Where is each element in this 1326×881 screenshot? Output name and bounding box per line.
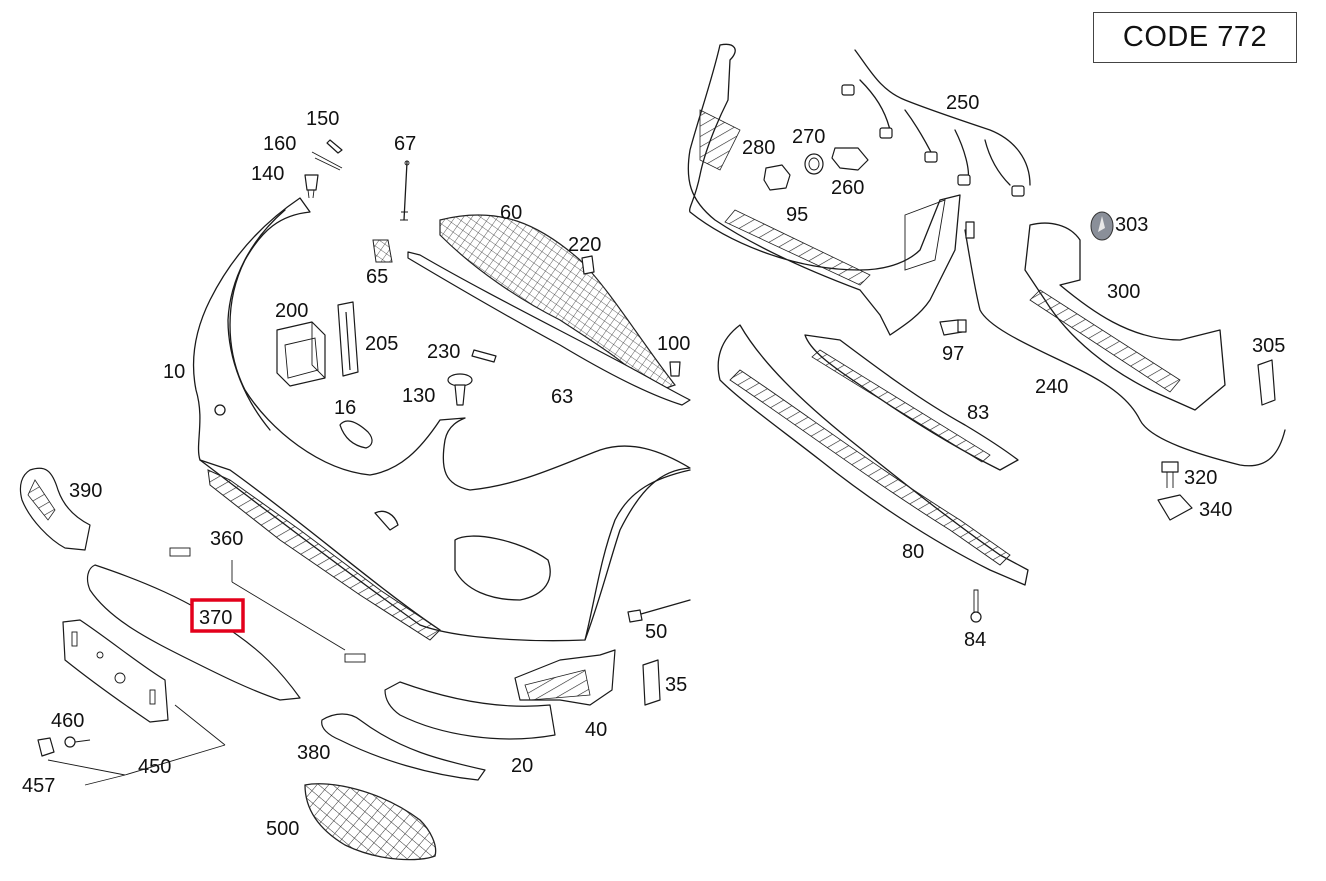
rod-67 (400, 160, 410, 221)
mounting-bracket-95 (687, 43, 961, 336)
clip-100 (669, 361, 681, 377)
grille-60 (439, 214, 676, 393)
trim-20 (384, 681, 556, 740)
bracket-300 (1024, 222, 1226, 411)
label-95: 95 (786, 204, 808, 226)
bracket-305 (1257, 359, 1276, 406)
license-bracket-450 (62, 619, 169, 723)
trim-380 (321, 713, 486, 781)
label-305: 305 (1252, 335, 1285, 357)
label-35: 35 (665, 674, 687, 696)
clips-140-150-160 (304, 139, 343, 199)
label-250: 250 (946, 92, 979, 114)
label-320: 320 (1184, 467, 1217, 489)
label-40: 40 (585, 719, 607, 741)
bracket-40 (514, 649, 616, 706)
label-460: 460 (51, 710, 84, 732)
leader-lines-450 (47, 704, 226, 786)
label-240: 240 (1035, 376, 1068, 398)
label-270: 270 (792, 126, 825, 148)
wiring-harness-250 (841, 49, 1031, 197)
label-65: 65 (366, 266, 388, 288)
label-303: 303 (1115, 214, 1148, 236)
highlighted-label-370[interactable]: 370 (190, 598, 245, 633)
grille-500 (304, 783, 437, 861)
label-260: 260 (831, 177, 864, 199)
bracket-65 (372, 239, 393, 263)
label-67: 67 (394, 133, 416, 155)
bolt-320 (1161, 461, 1179, 488)
label-60: 60 (500, 202, 522, 224)
absorber-83 (804, 334, 1019, 471)
bolt-50 (627, 599, 691, 623)
label-130: 130 (402, 385, 435, 407)
screw-84 (970, 589, 982, 623)
clip-220 (581, 255, 595, 275)
cable-240 (964, 229, 1286, 467)
label-150: 150 (306, 108, 339, 130)
label-83: 83 (967, 402, 989, 424)
clip-230 (471, 349, 497, 363)
clip-457 (37, 737, 55, 757)
label-140: 140 (251, 163, 284, 185)
bracket-205 (337, 301, 359, 377)
label-63: 63 (551, 386, 573, 408)
label-500: 500 (266, 818, 299, 840)
label-160: 160 (263, 133, 296, 155)
bumper-cover-10 (192, 197, 691, 642)
label-97: 97 (942, 343, 964, 365)
highlight-box (190, 598, 245, 633)
clip-340 (1157, 494, 1193, 521)
label-100: 100 (657, 333, 690, 355)
label-16: 16 (334, 397, 356, 419)
label-360: 360 (210, 528, 243, 550)
label-80: 80 (902, 541, 924, 563)
emblem-303 (1090, 211, 1114, 241)
module-200 (276, 321, 326, 387)
label-370: 370 (199, 607, 232, 629)
label-50: 50 (645, 621, 667, 643)
label-280: 280 (742, 137, 775, 159)
label-220: 220 (568, 234, 601, 256)
label-300: 300 (1107, 281, 1140, 303)
part-labels: 150 160 140 67 60 220 65 200 205 230 100… (22, 92, 1285, 840)
label-84: 84 (964, 629, 986, 651)
label-390: 390 (69, 480, 102, 502)
code-box: CODE 772 (1093, 12, 1297, 63)
label-457: 457 (22, 775, 55, 797)
rivet-130 (447, 373, 473, 406)
screw-460 (64, 736, 91, 748)
label-200: 200 (275, 300, 308, 322)
bolt-97 (939, 319, 967, 336)
sensor-parts-260-270-280 (763, 147, 869, 191)
label-380: 380 (297, 742, 330, 764)
label-230: 230 (427, 341, 460, 363)
label-450: 450 (138, 756, 171, 778)
cap-16 (339, 420, 373, 449)
cover-35 (642, 659, 661, 706)
label-340: 340 (1199, 499, 1232, 521)
label-10: 10 (163, 361, 185, 383)
label-205: 205 (365, 333, 398, 355)
trim-strip-63 (407, 251, 691, 406)
carrier-80 (717, 324, 1029, 586)
label-20: 20 (511, 755, 533, 777)
